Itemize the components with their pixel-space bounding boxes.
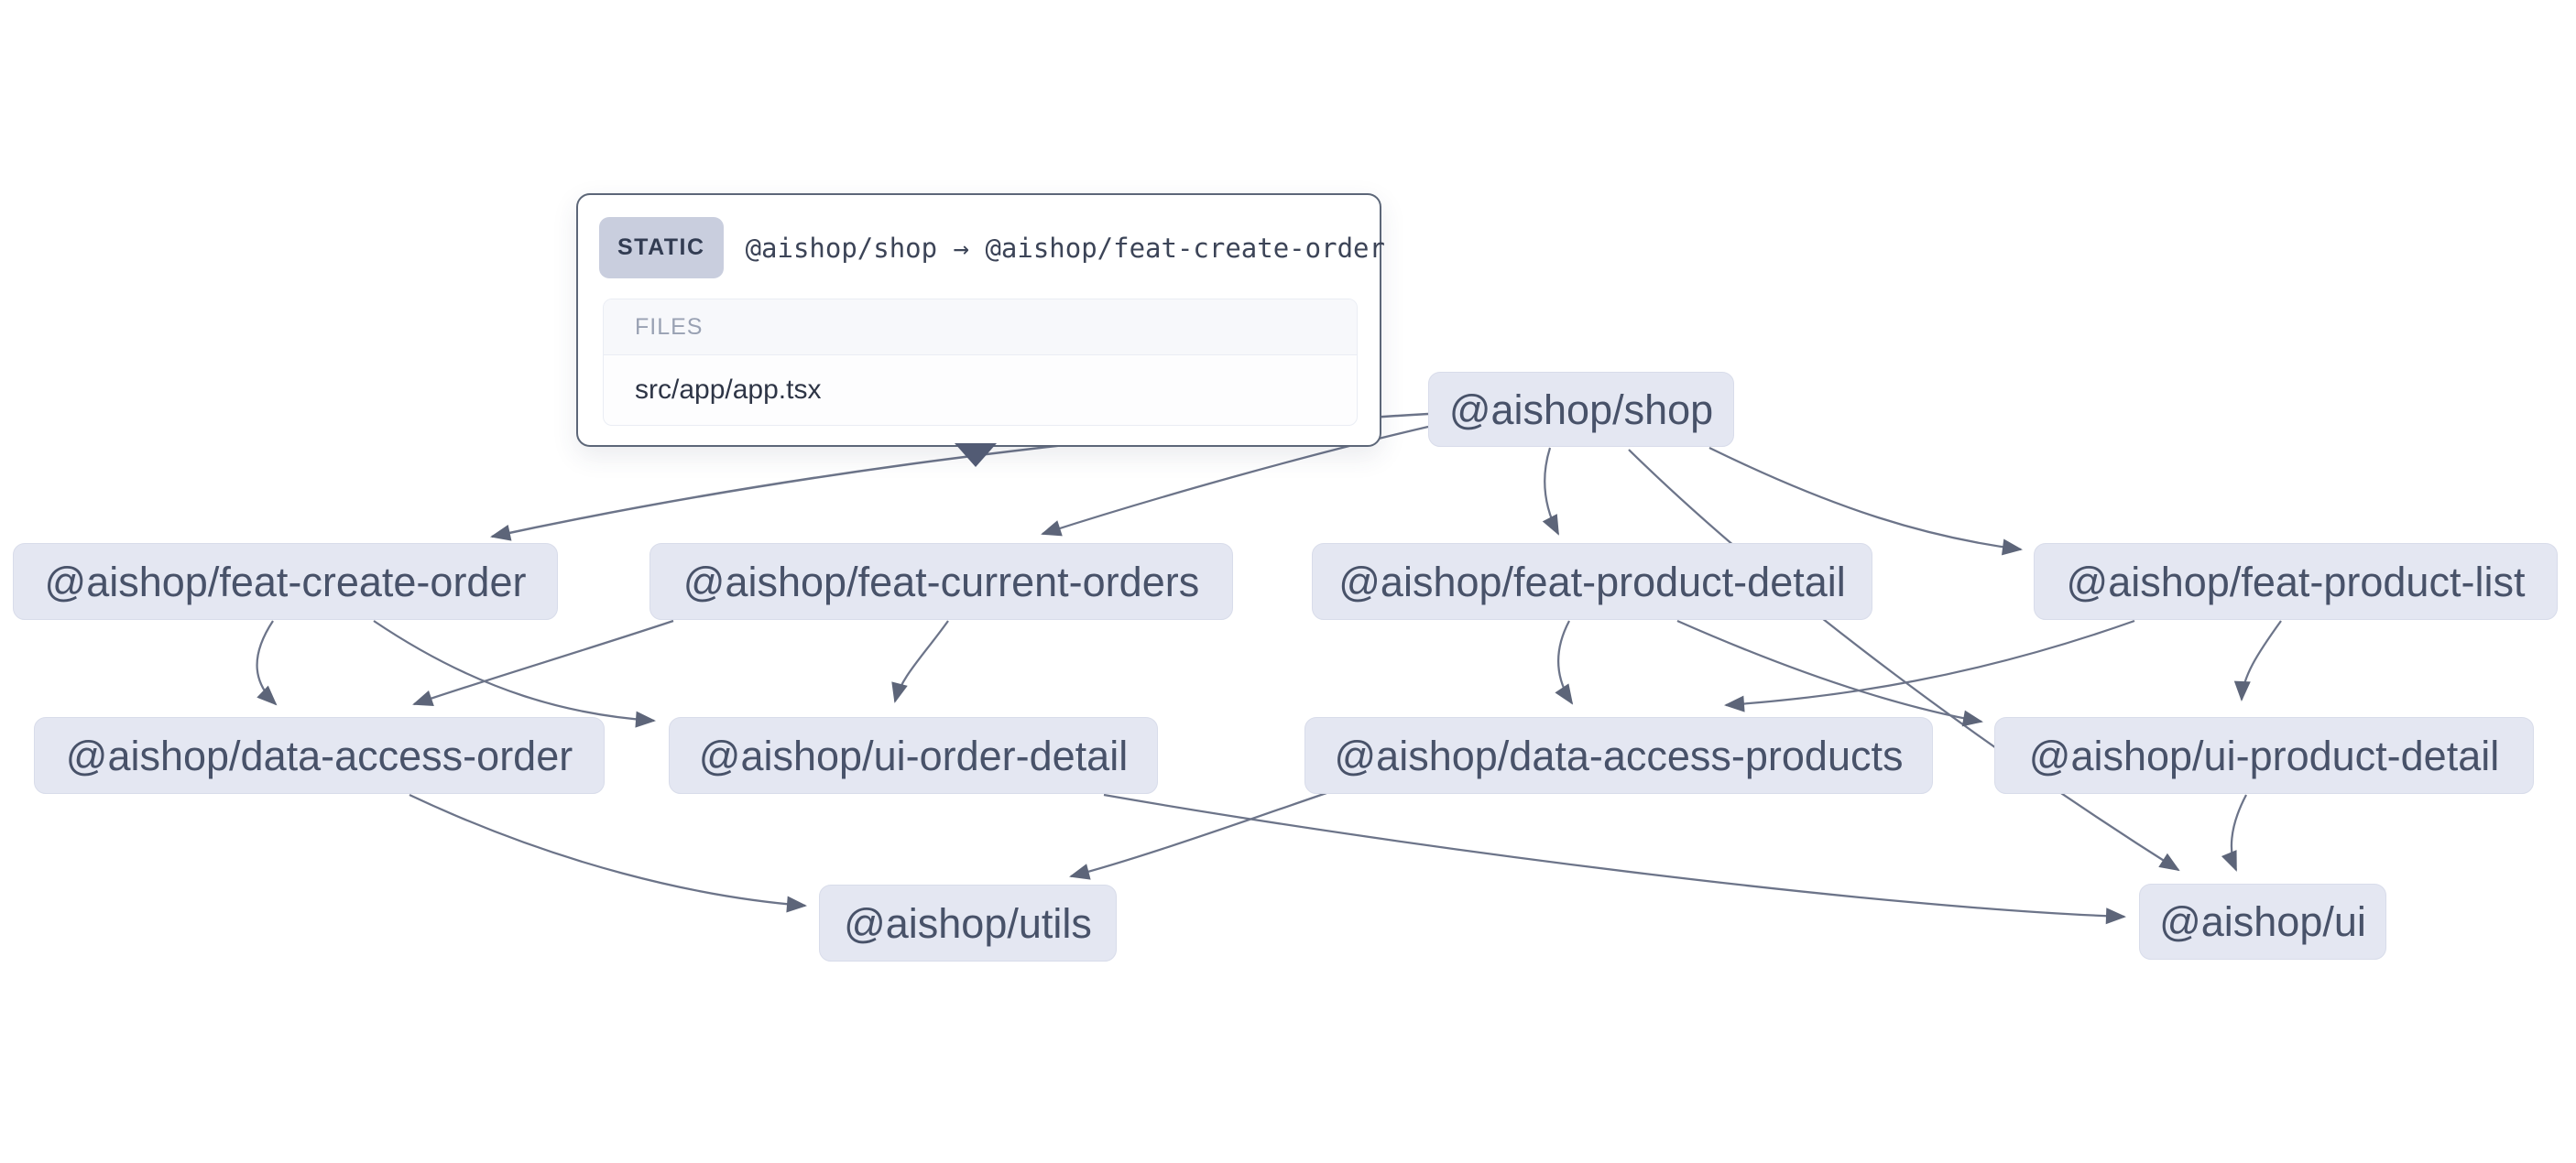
- edge-tooltip: STATIC @aishop/shop → @aishop/feat-creat…: [576, 193, 1385, 467]
- node-ui[interactable]: @aishop/ui: [2139, 884, 2386, 960]
- node-ui-order-detail[interactable]: @aishop/ui-order-detail: [669, 717, 1158, 794]
- node-shop[interactable]: @aishop/shop: [1428, 372, 1734, 447]
- edge-feat-create-order-to-ui-order-detail[interactable]: [373, 620, 656, 728]
- node-label: @aishop/data-access-order: [65, 732, 573, 779]
- edge-feat-product-detail-to-data-access-products[interactable]: [1555, 620, 1574, 705]
- node-label: @aishop/feat-current-orders: [682, 558, 1200, 605]
- node-label: @aishop/shop: [1448, 386, 1714, 433]
- node-data-access-order[interactable]: @aishop/data-access-order: [34, 717, 605, 794]
- node-label: @aishop/utils: [844, 899, 1092, 947]
- node-feat-create-order[interactable]: @aishop/feat-create-order: [13, 543, 558, 620]
- node-feat-product-detail[interactable]: @aishop/feat-product-detail: [1312, 543, 1872, 620]
- edge-shop-to-feat-product-list[interactable]: [1708, 446, 2023, 556]
- edge-ui-product-detail-to-ui[interactable]: [2221, 794, 2247, 872]
- edge-feat-create-order-to-data-access-order[interactable]: [256, 620, 278, 706]
- edge-files-panel: FILES src/app/app.tsx: [603, 299, 1358, 426]
- edge-data-access-order-to-utils[interactable]: [409, 793, 807, 913]
- edge-shop-to-ui[interactable]: [1628, 449, 2180, 872]
- edge-data-access-products-to-utils[interactable]: [1069, 791, 1327, 880]
- node-label: @aishop/feat-create-order: [44, 558, 527, 605]
- tooltip-caret-icon: [955, 443, 997, 467]
- edge-type-badge: STATIC: [599, 217, 724, 278]
- node-label: @aishop/feat-product-detail: [1338, 558, 1846, 605]
- edge-shop-to-feat-product-detail[interactable]: [1542, 447, 1559, 536]
- edge-files-header: FILES: [604, 299, 1357, 355]
- node-feat-current-orders[interactable]: @aishop/feat-current-orders: [649, 543, 1233, 620]
- node-feat-product-list[interactable]: @aishop/feat-product-list: [2034, 543, 2558, 620]
- node-label: @aishop/ui-order-detail: [698, 732, 1129, 779]
- node-label: @aishop/data-access-products: [1334, 732, 1904, 779]
- node-ui-product-detail[interactable]: @aishop/ui-product-detail: [1994, 717, 2534, 794]
- edge-feat-product-list-to-data-access-products[interactable]: [1724, 619, 2135, 712]
- node-label: @aishop/ui: [2159, 898, 2366, 945]
- file-row: src/app/app.tsx: [635, 375, 822, 405]
- edge-tooltip-title: @aishop/shop → @aishop/feat-create-order: [745, 232, 1385, 264]
- edge-feat-product-detail-to-ui-product-detail[interactable]: [1676, 619, 1983, 727]
- edge-tooltip-header: STATIC @aishop/shop → @aishop/feat-creat…: [578, 195, 1385, 297]
- edge-feat-current-orders-to-data-access-order[interactable]: [412, 619, 674, 707]
- edge-files-list: src/app/app.tsx: [604, 355, 1357, 425]
- edge-ui-order-detail-to-ui[interactable]: [1103, 793, 2126, 925]
- edge-feat-current-orders-to-ui-order-detail[interactable]: [891, 620, 949, 703]
- node-data-access-products[interactable]: @aishop/data-access-products: [1304, 717, 1933, 794]
- node-label: @aishop/feat-product-list: [2066, 558, 2526, 605]
- edge-feat-product-list-to-ui-product-detail[interactable]: [2233, 620, 2282, 701]
- node-label: @aishop/ui-product-detail: [2028, 732, 2500, 779]
- node-utils[interactable]: @aishop/utils: [819, 885, 1117, 962]
